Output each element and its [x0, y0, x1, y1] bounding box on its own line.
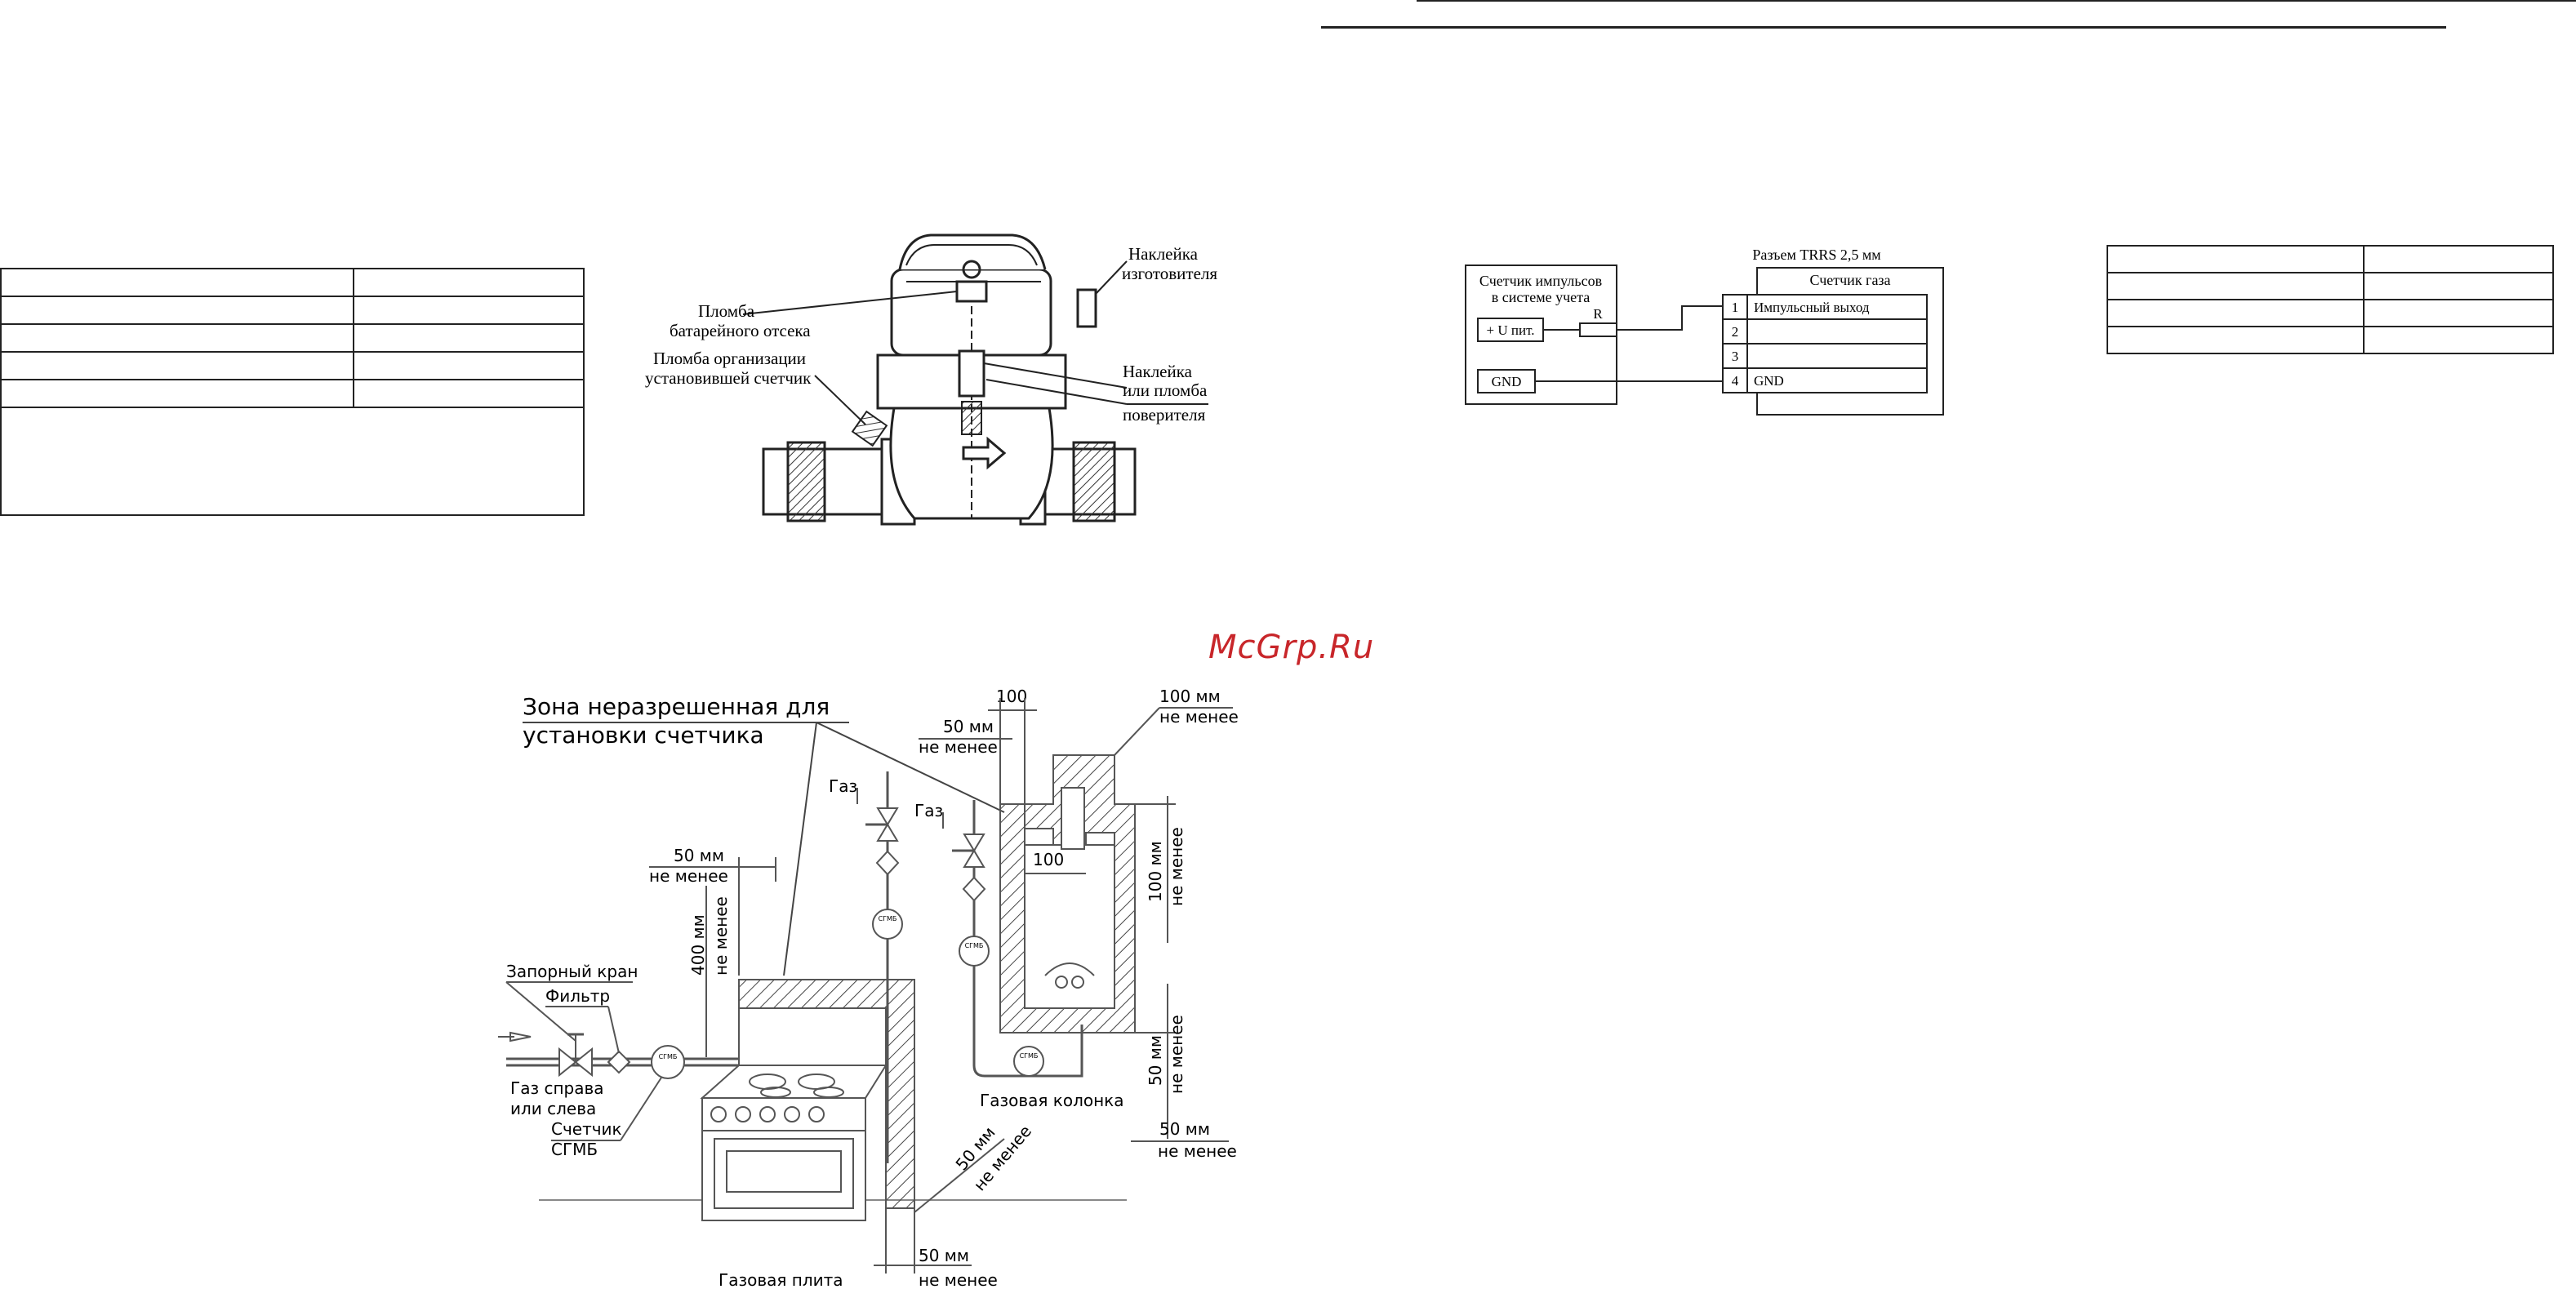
dim-100-inner: 100 [1033, 850, 1064, 869]
watermark-text: McGrp.Ru [1208, 629, 1375, 666]
pin-1-num: 1 [1732, 300, 1739, 315]
dim-50mm-vert-1: 50 мм [1146, 1035, 1165, 1086]
label-verifier-2: или пломба [1123, 380, 1208, 400]
pin-2-num: 2 [1732, 324, 1739, 340]
meter-label-1: Счетчик [551, 1119, 622, 1139]
pulse-counter-title-2: в системе учета [1492, 289, 1590, 305]
wiring-diagram: Счетчик импульсов в системе учета + U пи… [1465, 247, 1944, 416]
gas-direction-1: Газ справа [510, 1078, 604, 1098]
label-verifier-1: Наклейка [1123, 362, 1193, 381]
dim-50mm-right-2: не менее [1158, 1141, 1237, 1161]
top-rule-short [1417, 0, 2576, 2]
blank-table-left [0, 268, 585, 516]
dim-50mm-bottom-1: 50 мм [919, 1246, 969, 1265]
pulse-counter-title-1: Счетчик импульсов [1479, 273, 1602, 289]
dim-50-top-1: 50 мм [674, 846, 724, 865]
blank-table-right [2107, 245, 2554, 354]
label-manufacturer-2: изготовителя [1122, 264, 1217, 283]
label-seal-battery-2: батарейного отсека [670, 321, 811, 340]
pin-1-name: Импульсный выход [1754, 300, 1870, 315]
zone-title-1: Зона неразрешенная для [523, 693, 830, 720]
label-verifier-3: поверителя [1123, 405, 1206, 425]
resistor-label: R [1593, 306, 1603, 322]
zone-title-2: установки счетчика [523, 722, 764, 749]
label-seal-installer-1: Пломба организации [653, 349, 806, 368]
gnd-label-left: GND [1492, 374, 1522, 389]
pin-4-name: GND [1754, 373, 1784, 389]
dim-50-heater-2: не менее [919, 737, 998, 757]
dim-100mm-vert-2: не менее [1167, 827, 1186, 906]
pin-3-num: 3 [1732, 349, 1739, 364]
label-seal-installer-2: установившей счетчик [645, 368, 812, 388]
dim-50mm-vert-2: не менее [1167, 1015, 1186, 1094]
meter-badge-2: СГМБ [879, 915, 897, 922]
meter-badge-1: СГМБ [659, 1053, 678, 1060]
label-seal-battery-1: Пломба [698, 301, 755, 321]
dim-100-top: 100 [996, 687, 1027, 706]
dim-400-2: не менее [711, 896, 731, 976]
dim-50-top-2: не менее [649, 866, 728, 886]
meter-label-2: СГМБ [551, 1140, 598, 1159]
top-rule-long [1321, 26, 2446, 29]
dim-50-heater-1: 50 мм [943, 717, 994, 736]
gas-direction-2: или слева [510, 1099, 596, 1118]
dim-100mm-vert-1: 100 мм [1146, 841, 1165, 902]
dim-50mm-bottom-2: не менее [919, 1270, 998, 1290]
heater-label: Газовая колонка [980, 1091, 1124, 1110]
gas-meter-title: Счетчик газа [1809, 272, 1890, 288]
meter-badge-3: СГМБ [965, 942, 984, 949]
shutoff-valve-label: Запорный кран [506, 962, 638, 981]
connector-title: Разъем TRRS 2,5 мм [1752, 247, 1880, 263]
pin-4-num: 4 [1732, 373, 1739, 389]
dim-100mm-top-2: не менее [1159, 707, 1239, 727]
dim-400-1: 400 мм [688, 914, 708, 976]
label-manufacturer-1: Наклейка [1128, 244, 1199, 264]
installation-diagram: Зона неразрешенная для установки счетчик… [498, 687, 1239, 1290]
gas-label-1: Газ [829, 776, 857, 796]
dim-50mm-right-1: 50 мм [1159, 1119, 1210, 1139]
stove-label: Газовая плита [719, 1270, 843, 1290]
gas-label-2: Газ [914, 801, 943, 820]
filter-label: Фильтр [545, 986, 610, 1006]
dim-100mm-top-1: 100 мм [1159, 687, 1221, 706]
gas-meter-seal-drawing: Пломба батарейного отсека Пломба организ… [645, 233, 1217, 526]
meter-badge-4: СГМБ [1020, 1052, 1039, 1060]
supply-label: + U пит. [1487, 322, 1535, 338]
